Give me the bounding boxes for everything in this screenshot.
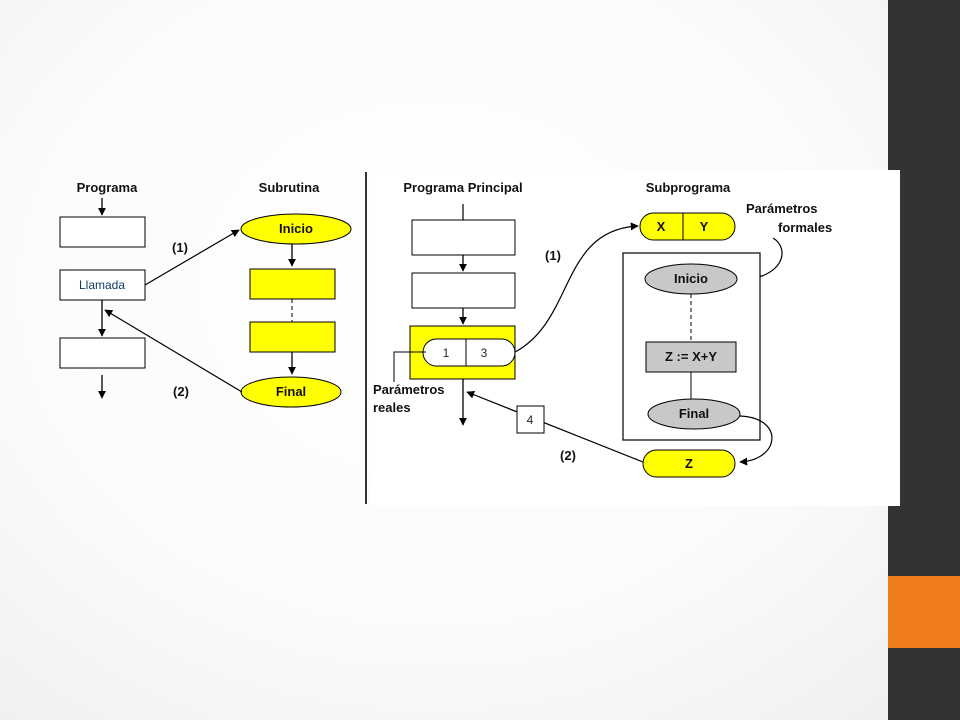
subprogram-start-label: Inicio bbox=[674, 271, 708, 286]
formal-param-y: Y bbox=[700, 219, 709, 234]
program-header: Programa bbox=[77, 180, 138, 195]
subroutine-step-box bbox=[249, 268, 336, 300]
result-capsule bbox=[642, 449, 736, 478]
call-label: Llamada bbox=[79, 278, 125, 292]
subroutine-step-box-2 bbox=[249, 321, 336, 353]
call-box bbox=[59, 269, 146, 301]
return-line-arrow bbox=[466, 390, 644, 463]
subroutine-end-label: Final bbox=[276, 384, 306, 399]
main-step-box bbox=[411, 219, 516, 256]
assignment-label: Z := X+Y bbox=[665, 349, 717, 364]
formal-params-label-line1: Parámetros bbox=[746, 201, 818, 216]
formal-params-label-line2: formales bbox=[778, 220, 832, 235]
call-curve-arrow bbox=[514, 222, 639, 353]
subroutine-start-terminal bbox=[240, 213, 352, 245]
main-program-header: Programa Principal bbox=[403, 180, 522, 195]
return-arrow-label: (2) bbox=[173, 384, 189, 399]
subroutine-header: Subrutina bbox=[259, 180, 320, 195]
actual-params-label-line2: reales bbox=[373, 400, 411, 415]
call-arrow bbox=[144, 229, 240, 286]
return-line-label: (2) bbox=[560, 448, 576, 463]
assignment-box bbox=[645, 341, 737, 373]
subprogram-header: Subprograma bbox=[646, 180, 731, 195]
returned-value: 4 bbox=[527, 413, 534, 427]
program-step-box bbox=[59, 216, 146, 248]
actual-params-capsule bbox=[422, 338, 516, 367]
slide-accent-block bbox=[888, 576, 960, 648]
call-arrow-label: (1) bbox=[172, 240, 188, 255]
subroutine-start-label: Inicio bbox=[279, 221, 313, 236]
return-arrow bbox=[104, 309, 243, 393]
formal-params-capsule bbox=[639, 212, 736, 241]
program-step-box-2 bbox=[59, 337, 146, 369]
result-arrow bbox=[739, 415, 773, 466]
returned-value-box bbox=[516, 405, 545, 434]
actual-param-2: 3 bbox=[481, 346, 488, 360]
subprogram-end-terminal bbox=[647, 398, 741, 430]
actual-param-1: 1 bbox=[443, 346, 450, 360]
formal-param-x: X bbox=[657, 219, 666, 234]
call-curve-label: (1) bbox=[545, 248, 561, 263]
result-label: Z bbox=[685, 456, 693, 471]
actual-params-label-line1: Parámetros bbox=[373, 382, 445, 397]
main-step-box-2 bbox=[411, 272, 516, 309]
actual-params-leader bbox=[393, 351, 426, 382]
subprogram-end-label: Final bbox=[679, 406, 709, 421]
